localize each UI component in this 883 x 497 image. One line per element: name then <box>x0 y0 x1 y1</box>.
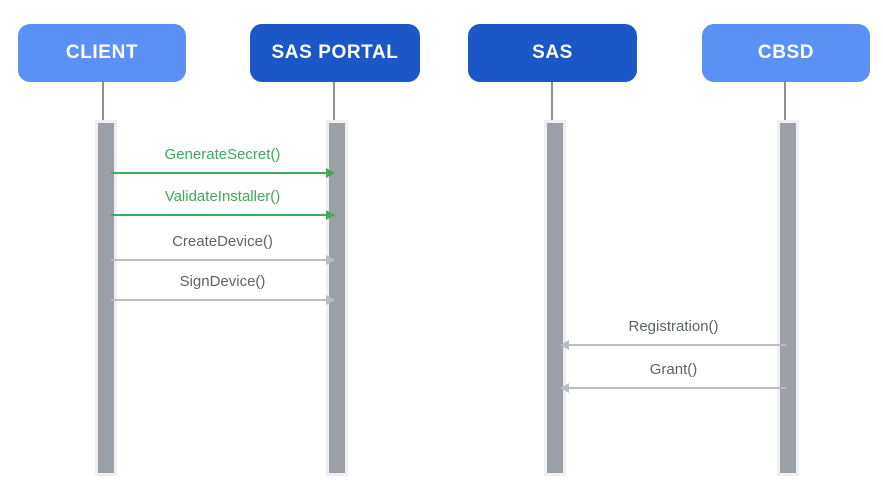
message-line-validate-installer <box>111 214 334 216</box>
participant-sas-portal[interactable]: SAS PORTAL <box>250 24 420 82</box>
message-arrowhead-validate-installer <box>326 210 335 220</box>
lifeline-client <box>102 82 104 120</box>
message-label-validate-installer: ValidateInstaller() <box>164 188 281 205</box>
participant-label-sas-portal: SAS PORTAL <box>271 42 399 63</box>
message-arrowhead-create-device <box>326 255 335 265</box>
message-arrowhead-grant <box>560 383 569 393</box>
message-arrowhead-registration <box>560 340 569 350</box>
message-validate-installer: ValidateInstaller() <box>111 188 335 220</box>
message-create-device: CreateDevice() <box>111 233 335 265</box>
lifeline-sas-portal <box>333 82 335 120</box>
message-line-grant <box>561 387 786 389</box>
message-label-grant: Grant() <box>649 361 698 378</box>
message-line-create-device <box>111 259 334 261</box>
message-generate-secret: GenerateSecret() <box>111 146 335 178</box>
message-arrowhead-sign-device <box>326 295 335 305</box>
participant-label-sas: SAS <box>532 42 573 63</box>
message-grant: Grant() <box>560 361 786 393</box>
message-label-sign-device: SignDevice() <box>179 273 266 290</box>
lifeline-cbsd <box>784 82 786 120</box>
participant-label-client: CLIENT <box>65 42 139 63</box>
activation-bar-sas <box>544 120 566 476</box>
message-label-registration: Registration() <box>628 318 719 335</box>
message-sign-device: SignDevice() <box>111 273 335 305</box>
message-line-sign-device <box>111 299 334 301</box>
message-label-generate-secret: GenerateSecret() <box>164 146 281 163</box>
participant-label-cbsd: CBSD <box>757 42 815 63</box>
message-arrowhead-generate-secret <box>326 168 335 178</box>
participant-sas[interactable]: SAS <box>468 24 637 82</box>
lifeline-sas <box>551 82 553 120</box>
message-label-create-device: CreateDevice() <box>172 233 273 250</box>
activation-bar-client <box>95 120 117 476</box>
message-registration: Registration() <box>560 318 786 350</box>
message-line-generate-secret <box>111 172 334 174</box>
participant-client[interactable]: CLIENT <box>18 24 186 82</box>
message-line-registration <box>561 344 786 346</box>
participant-cbsd[interactable]: CBSD <box>702 24 870 82</box>
activation-bar-cbsd <box>777 120 799 476</box>
